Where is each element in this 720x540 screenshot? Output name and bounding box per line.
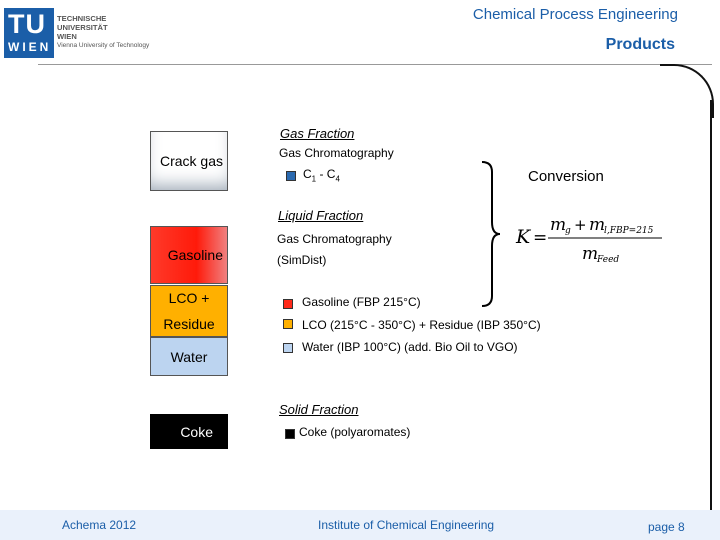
formula-den: m [582, 244, 598, 264]
formula-num-b: m [589, 215, 605, 235]
residue-label: Residue [163, 316, 215, 332]
conversion-formula: K = m g + m l,FBP=215 m Feed [515, 215, 662, 265]
liquid-fraction-heading: Liquid Fraction [278, 208, 364, 223]
water-box: Water [150, 337, 228, 376]
slide-frame-top [38, 64, 712, 535]
tu-wien-logo: TU WIEN TECHNISCHE UNIVERSITÄT WIEN Vien… [4, 8, 174, 58]
water-label: Water [170, 348, 208, 365]
gasoline-legend: Gasoline (FBP 215°C) [302, 295, 421, 309]
presentation-title: Chemical Process Engineering [472, 6, 678, 23]
water-legend: Water (IBP 100°C) (add. Bio Oil to VGO) [302, 340, 518, 354]
logo-subline: Vienna University of Technology [57, 42, 150, 49]
slide-title: Products [605, 36, 675, 53]
coke-label: Coke [180, 423, 213, 440]
formula-num-b-sub: l,FBP=215 [604, 226, 654, 236]
liquid-method: Gas Chromatography [277, 232, 392, 246]
gasoline-marker [283, 299, 293, 309]
formula-num-a: m [550, 215, 566, 235]
lco-legend: LCO (215°C - 350°C) + Residue (IBP 350°C… [302, 318, 541, 332]
formula-den-sub: Feed [596, 255, 619, 265]
logo-wien-text: WIEN [8, 40, 52, 54]
gas-method: Gas Chromatography [279, 146, 394, 160]
lco-label: LCO + [168, 290, 210, 306]
crack-gas-box: Crack gas [150, 131, 228, 191]
gas-range: C1 - C4 [303, 167, 340, 184]
coke-legend: Coke (polyaromates) [299, 425, 411, 439]
crack-gas-label: Crack gas [159, 153, 223, 169]
formula-lhs: K [515, 226, 532, 248]
slide-frame-right [710, 100, 712, 540]
lco-residue-box: LCO + Residue [150, 285, 228, 337]
tu-logo-mark: TU WIEN [4, 8, 54, 58]
gas-marker [286, 171, 296, 181]
footer-event: Achema 2012 [62, 518, 137, 532]
right-brace-icon [481, 161, 500, 307]
solid-fraction-heading: Solid Fraction [279, 402, 359, 417]
conversion-label: Conversion [528, 168, 604, 185]
svg-text:=: = [533, 228, 547, 248]
coke-marker [285, 429, 295, 439]
gas-fraction-heading: Gas Fraction [280, 126, 355, 141]
liquid-method-simdist: (SimDist) [277, 253, 327, 267]
coke-box: Coke [150, 414, 228, 449]
footer-page-number: page 8 [648, 520, 685, 534]
logo-line-3: WIEN [57, 32, 77, 41]
footer-bar [0, 510, 720, 540]
logo-wordmark: TECHNISCHE UNIVERSITÄT WIEN Vienna Unive… [57, 14, 149, 50]
formula-num-a-sub: g [565, 226, 571, 236]
logo-tu-text: TU [8, 9, 46, 39]
logo-line-1: TECHNISCHE [57, 14, 107, 23]
water-marker [283, 343, 293, 353]
lco-marker [283, 319, 293, 329]
svg-text:+: + [574, 216, 587, 234]
logo-line-2: UNIVERSITÄT [57, 23, 108, 32]
footer-institute: Institute of Chemical Engineering [318, 518, 495, 532]
gasoline-box: Gasoline [150, 226, 228, 284]
gasoline-label: Gasoline [167, 247, 223, 263]
